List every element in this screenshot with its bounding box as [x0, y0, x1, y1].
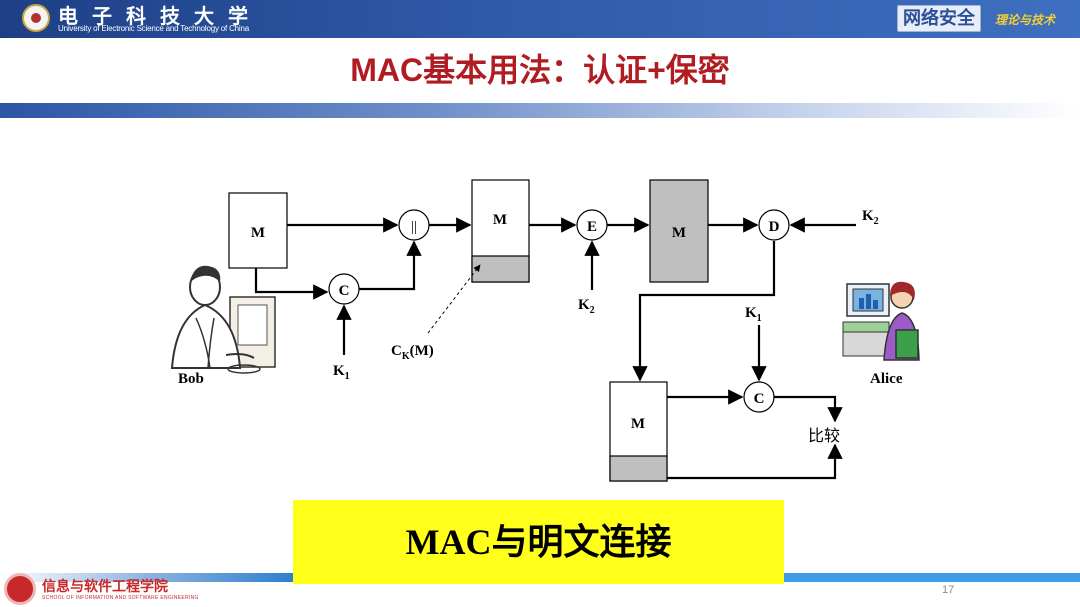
sender-message-label: M — [251, 225, 265, 241]
course-brand-subtitle: 理论与技术 — [995, 13, 1056, 27]
school-name-cn: 信息与软件工程学院 — [42, 578, 168, 594]
caption-box: MAC与明文连接 — [293, 500, 784, 584]
key-k2-decrypt: K2 — [862, 208, 879, 227]
compare-label: 比较 — [808, 426, 840, 445]
flow-arrows — [254, 217, 856, 480]
page-number: 17 — [942, 584, 955, 596]
title-divider — [0, 103, 1080, 118]
footer-bar-right — [784, 573, 1080, 582]
ck-pointer-line — [427, 264, 481, 334]
slide-title: MAC基本用法：认证+保密 — [350, 52, 730, 88]
concat-label: || — [411, 219, 417, 235]
concat-message-label: M — [493, 212, 507, 228]
arrow-mac-to-compare — [774, 395, 843, 423]
alice-label: Alice — [870, 371, 903, 387]
key-k2-encrypt: K2 — [578, 297, 595, 316]
decrypt-node — [758, 209, 790, 241]
ciphertext-box — [649, 179, 709, 283]
arrow-mac-segment-to-compare — [667, 443, 843, 480]
decrypt-label: D — [769, 219, 780, 235]
bob-label: Bob — [178, 371, 204, 387]
arrow-mac-to-concat — [359, 240, 422, 291]
ciphertext-label: M — [672, 225, 686, 241]
sender-mac-label: C — [339, 283, 350, 299]
school-name-en: SCHOOL OF INFORMATION AND SOFTWARE ENGIN… — [42, 595, 199, 601]
school-logo-icon — [4, 573, 36, 605]
university-name-cn: 电子科技大学 — [58, 4, 262, 28]
footer-bar-left — [0, 573, 293, 582]
concat-mac-segment — [471, 255, 530, 283]
receiver-mac-segment — [609, 455, 668, 482]
alice-person-icon — [842, 281, 920, 361]
arrow-decrypt-to-receiver — [632, 241, 776, 382]
key-k1-sender: K1 — [333, 363, 350, 382]
key-k1-receiver: K1 — [745, 305, 762, 324]
receiver-mac-label: C — [754, 391, 765, 407]
encrypt-label: E — [587, 219, 597, 235]
university-emblem-icon — [22, 4, 50, 32]
ck-mac-label: CK(M) — [391, 343, 434, 362]
sender-message-box — [228, 192, 288, 269]
university-name-en: University of Electronic Science and Tec… — [58, 24, 249, 33]
arrow-m-to-mac — [254, 268, 329, 300]
receiver-message-label: M — [631, 416, 645, 432]
course-brand: 网络安全 — [897, 5, 981, 32]
bob-person-icon — [170, 265, 276, 374]
